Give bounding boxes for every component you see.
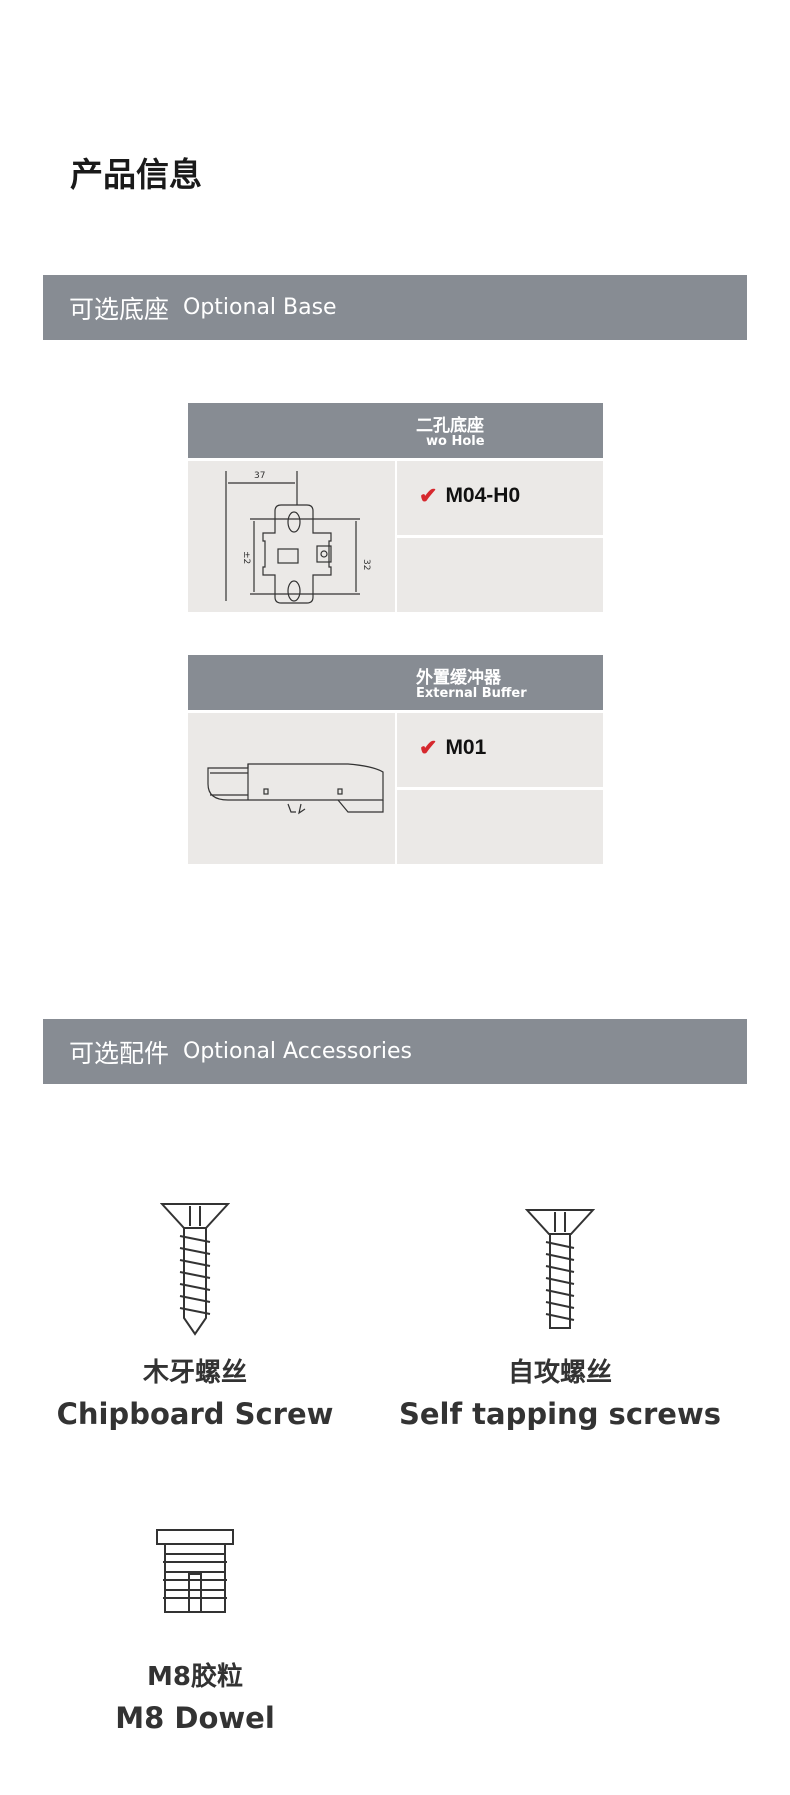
- check-icon: ✔: [419, 483, 438, 508]
- accessory-m8-dowel: M8胶粒 M8 Dowel: [25, 1656, 365, 1735]
- section-header-optional-accessories: 可选配件 Optional Accessories: [43, 1019, 747, 1084]
- option-code: M04-H0: [445, 484, 521, 507]
- accessory-label-cn: 木牙螺丝: [142, 1358, 247, 1388]
- header-en: wo Hole: [426, 434, 485, 449]
- buffer-drawing: [188, 713, 395, 864]
- accessory-label-en: Self tapping screws: [398, 1397, 722, 1431]
- section-title-cn: 可选底座: [69, 294, 170, 324]
- accessory-self-tapping-screws: 自攻螺丝 Self tapping screws: [389, 1352, 731, 1431]
- header-cn: 二孔底座: [416, 416, 484, 436]
- accessory-chipboard-screw: 木牙螺丝 Chipboard Screw: [25, 1352, 365, 1431]
- table-header: 外置缓冲器 External Buffer: [188, 655, 603, 710]
- accessory-label-cn: M8胶粒: [147, 1662, 243, 1692]
- header-en: External Buffer: [416, 686, 527, 701]
- empty-cell: [397, 538, 603, 612]
- section-title-cn: 可选配件: [69, 1038, 170, 1068]
- page-title: 产品信息: [70, 155, 202, 194]
- section-header-optional-base: 可选底座 Optional Base: [43, 275, 747, 340]
- chipboard-screw-icon: [160, 1203, 230, 1336]
- section-title-en: Optional Base: [183, 295, 337, 320]
- base-plate-drawing: 37 32 ±2: [188, 461, 395, 612]
- buffer-table: 外置缓冲器 External Buffer ✔ M01: [188, 655, 603, 864]
- dowel-icon: [156, 1529, 234, 1613]
- self-tapping-screw-icon: [525, 1209, 595, 1329]
- option-code: M01: [445, 736, 487, 759]
- dim-width: 37: [254, 471, 265, 481]
- option-cell: ✔ M04-H0: [397, 461, 603, 535]
- empty-cell: [397, 790, 603, 864]
- accessory-label-en: Chipboard Screw: [56, 1397, 334, 1431]
- check-icon: ✔: [419, 735, 438, 760]
- dim-height: 32: [361, 559, 371, 570]
- table-header: 二孔底座 wo Hole: [188, 403, 603, 458]
- base-table: 二孔底座 wo Hole 37 32 ±2 ✔ M04-H0: [188, 403, 603, 612]
- section-title-en: Optional Accessories: [183, 1039, 412, 1064]
- accessory-label-cn: 自攻螺丝: [507, 1358, 612, 1388]
- accessory-label-en: M8 Dowel: [115, 1701, 275, 1735]
- dim-tolerance: ±2: [241, 551, 251, 564]
- header-cn: 外置缓冲器: [416, 668, 501, 688]
- option-cell: ✔ M01: [397, 713, 603, 787]
